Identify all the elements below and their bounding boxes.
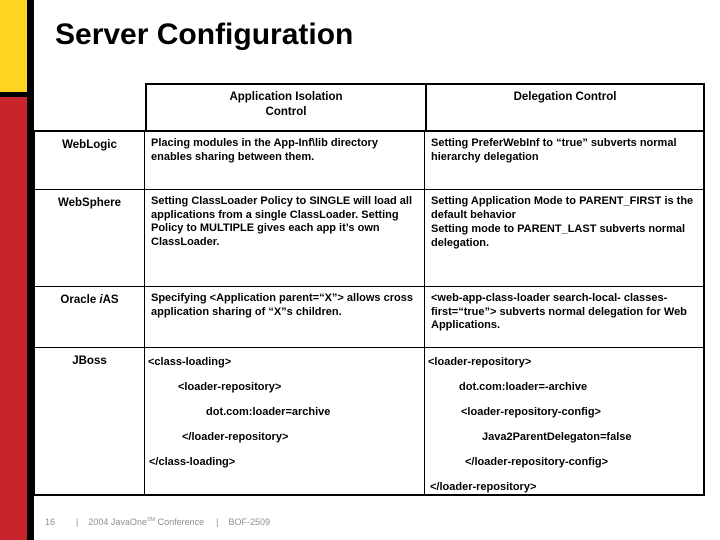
jboss-delegation-code-line: <loader-repository-config> (461, 406, 601, 418)
header-application-isolation-control: Application Isolation Control (147, 85, 427, 130)
vertical-black-bar (27, 0, 34, 540)
header-isolation-line1: Application Isolation (229, 91, 343, 103)
cell-weblogic-delegation: Setting PreferWebInf to “true” subverts … (425, 132, 703, 190)
cell-oracle-delegation: <web-app-class-loader search-local- clas… (425, 287, 703, 348)
server-comparison-table: WebLogic Placing modules in the App-Inf\… (33, 130, 705, 496)
jboss-isolation-code-line: <loader-repository> (178, 381, 282, 393)
cell-websphere-isolation: Setting ClassLoader Policy to SINGLE wil… (145, 190, 425, 287)
footer-separator: | (76, 517, 79, 527)
server-name-websphere: WebSphere (35, 190, 145, 287)
slide-footer: 16 | 2004 JavaOneSM Conference | BOF-250… (45, 514, 645, 528)
jboss-isolation-code-line: <class-loading> (148, 356, 232, 368)
jboss-delegation-code-line: <loader-repository> (428, 356, 532, 368)
jboss-delegation-code-line: </loader-repository-config> (465, 456, 609, 468)
server-name-jboss: JBoss (35, 348, 145, 494)
accent-yellow-block (0, 0, 27, 92)
jboss-delegation-code-line: Java2ParentDelegaton=false (482, 431, 632, 443)
jboss-delegation-code-line: dot.com:loader=-archive (459, 381, 588, 393)
accent-red-block (0, 97, 27, 540)
cell-jboss-delegation: <loader-repository> dot.com:loader=-arch… (425, 348, 703, 494)
jboss-isolation-code-line: dot.com:loader=archive (206, 406, 331, 418)
slide-title: Server Configuration (55, 18, 354, 51)
jboss-delegation-code-line: </loader-repository> (430, 481, 537, 493)
header-delegation-control: Delegation Control (427, 85, 703, 130)
cell-websphere-delegation: Setting Application Mode to PARENT_FIRST… (425, 190, 703, 287)
server-name-oracle-ias: Oracle iAS (35, 287, 145, 348)
conference-name: 2004 JavaOneSM Conference (88, 517, 205, 527)
jboss-isolation-code-line: </class-loading> (149, 456, 236, 468)
service-mark: SM (146, 517, 156, 523)
cell-weblogic-isolation: Placing modules in the App-Inf\lib direc… (145, 132, 425, 190)
websphere-delegation-paragraph-2: Setting mode to PARENT_LAST subverts nor… (431, 223, 686, 249)
websphere-delegation-paragraph-1: Setting Application Mode to PARENT_FIRST… (431, 195, 694, 221)
accent-divider (0, 92, 27, 97)
footer-separator: | (216, 517, 219, 527)
session-id: BOF-2509 (228, 517, 271, 527)
cell-oracle-isolation: Specifying <Application parent=“X”> allo… (145, 287, 425, 348)
jboss-isolation-code-line: </loader-repository> (182, 431, 289, 443)
page-number: 16 (45, 517, 56, 527)
table-header-row: Application Isolation Control Delegation… (145, 83, 705, 132)
header-isolation-line2: Control (265, 106, 307, 118)
header-delegation-label: Delegation Control (513, 91, 617, 103)
cell-jboss-isolation: <class-loading> <loader-repository> dot.… (145, 348, 425, 494)
server-name-weblogic: WebLogic (35, 132, 145, 190)
